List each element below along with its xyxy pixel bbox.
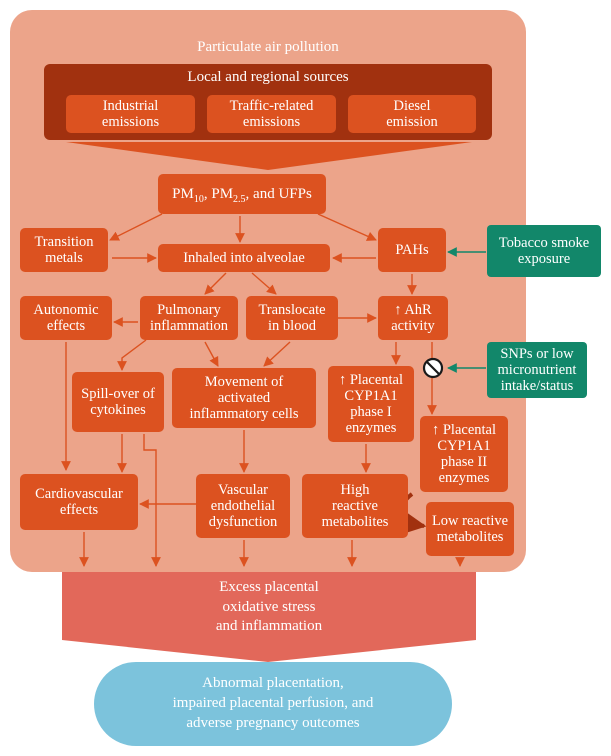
sources-funnel-arrow [66, 142, 472, 170]
high-reactive-node: High reactive metabolites [302, 474, 408, 538]
inhibition-icon [422, 357, 444, 379]
outcome-node: Abnormal placentation, impaired placenta… [94, 662, 452, 746]
source-industrial: Industrial emissions [66, 95, 195, 133]
spillover-node: Spill-over of cytokines [72, 372, 164, 432]
transition-metals-node: Transition metals [20, 228, 108, 272]
pulmonary-node: Pulmonary inflammation [140, 296, 238, 340]
sources-title: Local and regional sources [187, 69, 349, 85]
cardiovascular-node: Cardiovascular effects [20, 474, 138, 530]
stress-arrow [62, 572, 476, 662]
translocate-node: Translocate in blood [246, 296, 338, 340]
autonomic-node: Autonomic effects [20, 296, 112, 340]
tobacco-node: Tobacco smoke exposure [487, 225, 601, 277]
pm-node: PM10, PM2.5, and UFPs [158, 174, 326, 214]
vascular-node: Vascular endothelial dysfunction [196, 474, 290, 538]
movement-node: Movement of activated inflammatory cells [172, 368, 316, 428]
source-diesel: Diesel emission [348, 95, 476, 133]
cyp-phase2-node: ↑ Placental CYP1A1 phase II enzymes [420, 416, 508, 492]
inhaled-node: Inhaled into alveolae [158, 244, 330, 272]
snps-node: SNPs or low micronutrient intake/status [487, 342, 587, 398]
red-connectors [61, 213, 465, 567]
pahs-node: PAHs [378, 228, 446, 272]
green-connectors [447, 247, 486, 373]
stress-label: Excess placental oxidative stress and in… [215, 579, 323, 634]
cyp-phase1-node: ↑ Placental CYP1A1 phase I enzymes [328, 366, 414, 442]
diagram-title: Particulate air pollution [197, 39, 339, 55]
low-reactive-node: Low reactive metabolites [426, 502, 514, 556]
source-traffic: Traffic-related emissions [207, 95, 336, 133]
ahr-node: ↑ AhR activity [378, 296, 448, 340]
